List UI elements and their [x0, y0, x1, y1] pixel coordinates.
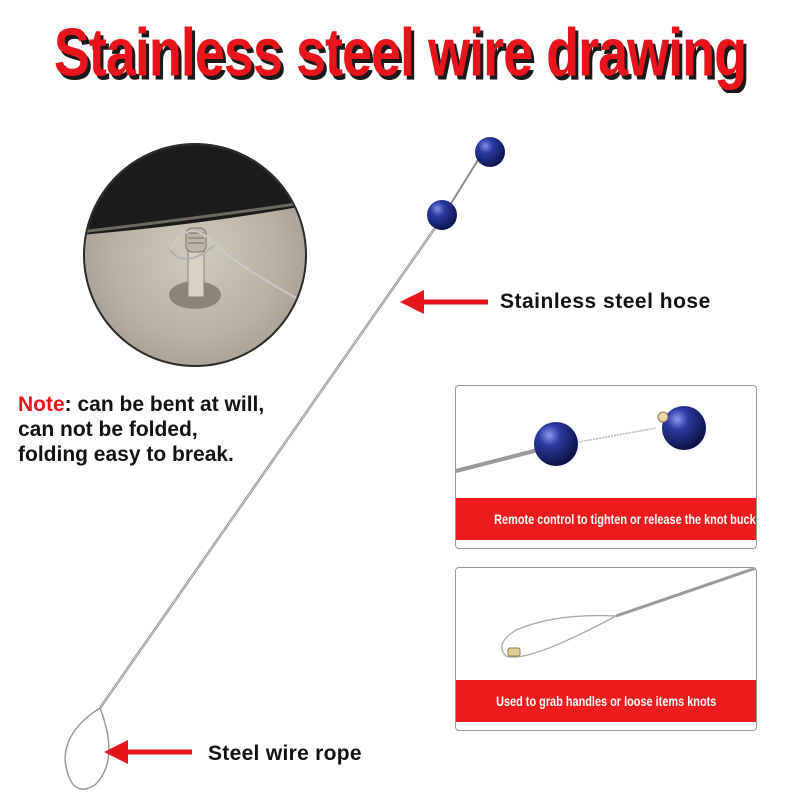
note-prefix: Note — [18, 393, 65, 416]
note-line-1: : can be bent at will, — [64, 393, 265, 416]
stainless-hose-label: Stainless steel hose — [500, 290, 711, 313]
detail-panel-beads: Remote control to tighten or release the… — [455, 385, 757, 549]
left-arrow-icon — [400, 290, 488, 314]
steel-wire-rope-label: Steel wire rope — [208, 742, 362, 765]
note-line-2: can not be folded, — [18, 418, 198, 441]
note-text: Note: can be bent at will, can not be fo… — [18, 392, 264, 467]
loop-closeup — [501, 568, 756, 658]
bead-top — [475, 137, 505, 167]
detail-panel-loop: Used to grab handles or loose items knot… — [455, 567, 757, 731]
door-lock-inset — [83, 143, 307, 367]
beads-closeup — [456, 406, 706, 473]
bead-lower — [427, 200, 457, 230]
page-title: Stainless steel wire drawing — [53, 15, 747, 91]
note-line-3: folding easy to break. — [18, 443, 234, 466]
left-arrow-icon — [104, 740, 192, 764]
panel-caption-beads: Remote control to tighten or release the… — [456, 498, 756, 540]
panel-caption-loop: Used to grab handles or loose items knot… — [456, 680, 756, 722]
wire-loop — [64, 707, 110, 790]
